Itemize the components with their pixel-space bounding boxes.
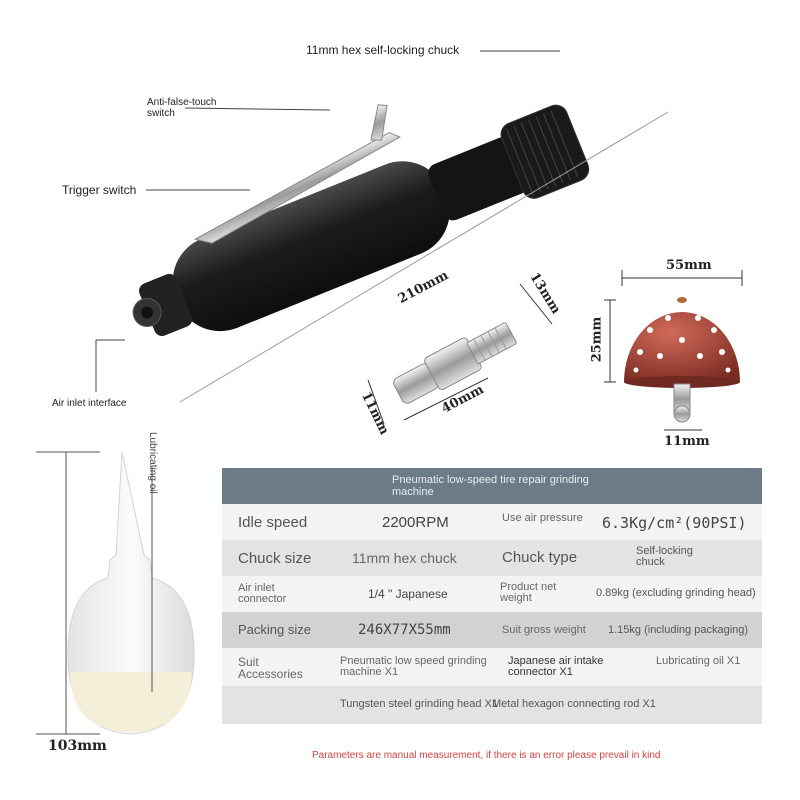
lubricating-oil-callout: Lubricating oil — [147, 432, 158, 494]
grinding-head — [624, 297, 740, 423]
air-connector — [393, 322, 517, 404]
oil-bottle — [67, 451, 195, 735]
air-inlet-callout: Air inlet interface — [52, 398, 127, 409]
grinder-tool — [132, 104, 590, 337]
disclaimer-note: Parameters are manual measurement, if th… — [312, 750, 661, 761]
chuck-callout: 11mm hex self-locking chuck — [306, 43, 460, 57]
table-row: Packing size 246X77X55mm Suit gross weig… — [222, 612, 762, 648]
table-row: Tungsten steel grinding head X1 Metal he… — [222, 686, 762, 724]
head-height-dim: 25mm — [589, 316, 605, 363]
bottle-height-dim: 103mm — [48, 738, 107, 754]
table-row: Air inlet connector 1/4 " Japanese Produ… — [222, 576, 762, 612]
spec-table: Pneumatic low-speed tire repair grinding… — [222, 468, 762, 724]
tool-dimension-line — [179, 111, 669, 403]
head-shaft-dim: 11mm — [664, 434, 710, 449]
table-row: Suit Accessories Pneumatic low speed gri… — [222, 648, 762, 686]
table-row: Chuck size 11mm hex chuck Chuck type Sel… — [222, 540, 762, 576]
spec-table-title: Pneumatic low-speed tire repair grinding… — [222, 468, 762, 504]
head-width-dim: 55mm — [666, 258, 712, 273]
table-row: Idle speed 2200RPM Use air pressure 6.3K… — [222, 504, 762, 540]
anti-false-touch-callout: Anti-false-touch switch — [147, 97, 217, 119]
trigger-callout: Trigger switch — [62, 183, 137, 197]
